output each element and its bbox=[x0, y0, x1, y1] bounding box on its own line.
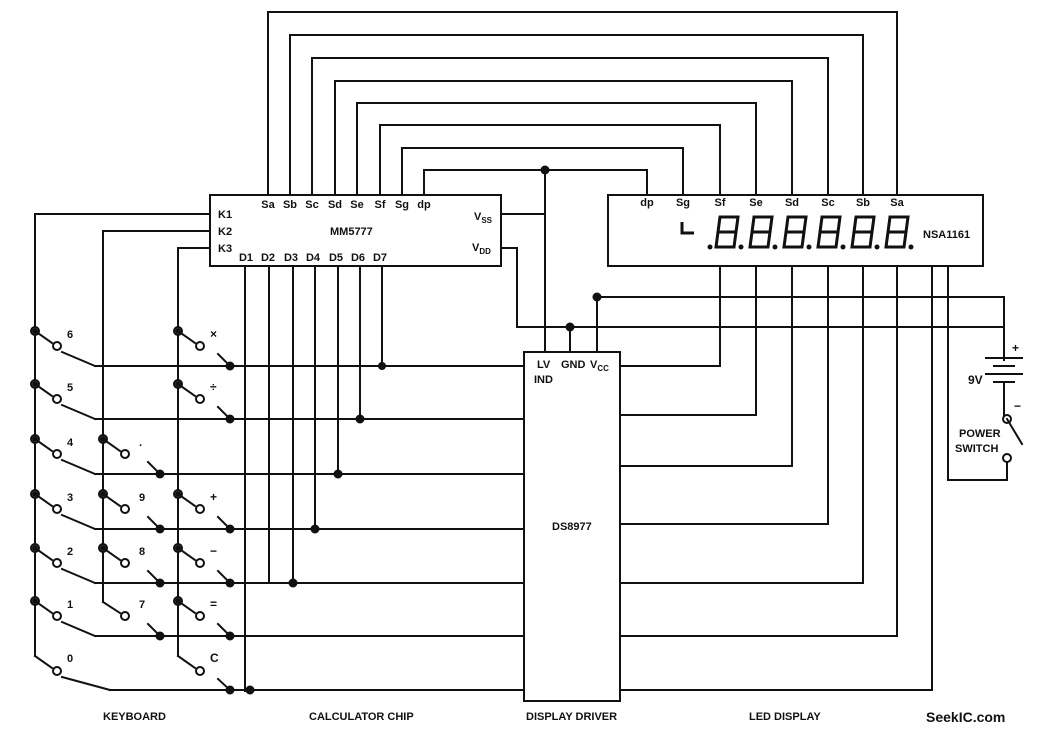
chip-k-label: K3 bbox=[218, 243, 232, 255]
seven-seg-digit bbox=[816, 215, 842, 249]
seven-seg-digit bbox=[748, 215, 774, 249]
chip-digit-label: D4 bbox=[306, 252, 321, 264]
seven-seg-digit bbox=[850, 215, 876, 249]
power-wiring bbox=[500, 169, 1008, 481]
chip-k-label: K1 bbox=[218, 209, 232, 221]
key-label: 7 bbox=[139, 599, 145, 611]
battery-symbol bbox=[985, 341, 1023, 391]
chip-digit-label: D3 bbox=[284, 252, 298, 264]
led-seg-label: Sd bbox=[785, 197, 799, 209]
key-label: . bbox=[139, 437, 142, 449]
led-seg-label: Sf bbox=[715, 197, 726, 209]
seven-segment-digits bbox=[680, 215, 914, 250]
driver-ind: IND bbox=[534, 374, 553, 386]
decimal-point bbox=[806, 244, 812, 250]
ds8977-name: DS8977 bbox=[552, 521, 592, 533]
led-seg-label: Se bbox=[749, 197, 762, 209]
mm5777-digit-labels: D1 D2 D3 D4 D5 D6 D7 bbox=[239, 252, 387, 264]
chip-digit-label: D7 bbox=[373, 252, 387, 264]
led-seg-label: Sc bbox=[821, 197, 834, 209]
chip-seg-label: dp bbox=[417, 199, 431, 211]
driver-gnd: GND bbox=[561, 359, 586, 371]
decimal-point bbox=[738, 244, 744, 250]
chip-seg-label: Sg bbox=[395, 199, 409, 211]
key-label: 2 bbox=[67, 546, 73, 558]
power-switch-label-1: POWER bbox=[959, 428, 1001, 440]
mm5777-chip bbox=[209, 194, 502, 267]
keyboard-col2 bbox=[98, 434, 162, 638]
key-label: 0 bbox=[67, 653, 73, 665]
decimal-point bbox=[908, 244, 914, 250]
chip-digit-label: D5 bbox=[329, 252, 343, 264]
chip-seg-label: Sd bbox=[328, 199, 342, 211]
key-label: + bbox=[210, 490, 217, 504]
section-label-calculator-chip: CALCULATOR CHIP bbox=[309, 711, 414, 723]
chip-digit-label: D6 bbox=[351, 252, 365, 264]
power-switch-label-2: SWITCH bbox=[955, 443, 998, 455]
seven-seg-digit bbox=[782, 215, 808, 249]
led-seg-label: Sa bbox=[890, 197, 904, 209]
nsa1161-segment-labels: dp Sg Sf Se Sd Sc Sb Sa bbox=[640, 197, 904, 209]
chip-digit-label: D2 bbox=[261, 252, 275, 264]
vss-label: VSS bbox=[474, 211, 493, 225]
battery-plus: + bbox=[1012, 341, 1019, 355]
chip-seg-label: Sc bbox=[305, 199, 318, 211]
chip-k-label: K2 bbox=[218, 226, 232, 238]
key-label: × bbox=[210, 327, 217, 341]
key-label: 4 bbox=[67, 437, 74, 449]
led-seg-label: Sg bbox=[676, 197, 690, 209]
key-label: 8 bbox=[139, 546, 145, 558]
battery-minus: − bbox=[1014, 399, 1021, 413]
k-lines bbox=[34, 213, 211, 657]
watermark: SeekIC.com bbox=[926, 709, 1005, 725]
led-seg-label: dp bbox=[640, 197, 654, 209]
keyboard-key-labels: 6 5 4 3 2 1 0. 9 8 7 × ÷ + − = C bbox=[67, 327, 219, 665]
driver-outputs bbox=[619, 265, 933, 691]
section-label-led-display: LED DISPLAY bbox=[749, 711, 821, 723]
seven-seg-digit bbox=[714, 215, 740, 249]
chip-digit-label: D1 bbox=[239, 252, 253, 264]
section-label-keyboard: KEYBOARD bbox=[103, 711, 166, 723]
decimal-point bbox=[874, 244, 880, 250]
decimal-point bbox=[707, 244, 713, 250]
junction-dots bbox=[32, 165, 602, 695]
decimal-point bbox=[840, 244, 846, 250]
key-label: − bbox=[210, 544, 217, 558]
key-label: 3 bbox=[67, 492, 73, 504]
driver-lv: LV bbox=[537, 359, 551, 371]
key-label: C bbox=[210, 651, 219, 665]
chip-seg-label: Sf bbox=[375, 199, 386, 211]
ds8977-driver bbox=[523, 351, 621, 702]
key-label: 5 bbox=[67, 382, 73, 394]
key-label: 9 bbox=[139, 492, 145, 504]
key-label: ÷ bbox=[210, 380, 217, 394]
seven-seg-digit bbox=[884, 215, 910, 249]
chip-seg-label: Sb bbox=[283, 199, 297, 211]
digit-lines bbox=[94, 265, 525, 692]
battery-label: 9V bbox=[968, 373, 983, 387]
nsa1161-name: NSA1161 bbox=[923, 229, 970, 241]
section-label-display-driver: DISPLAY DRIVER bbox=[526, 711, 617, 723]
driver-vcc: VCC bbox=[590, 359, 609, 373]
vdd-label: VDD bbox=[472, 242, 491, 256]
chip-seg-label: Se bbox=[350, 199, 363, 211]
key-label: 1 bbox=[67, 599, 73, 611]
chip-seg-label: Sa bbox=[261, 199, 275, 211]
led-seg-label: Sb bbox=[856, 197, 870, 209]
decimal-point bbox=[772, 244, 778, 250]
key-label: = bbox=[210, 597, 217, 611]
mm5777-name: MM5777 bbox=[330, 226, 373, 238]
key-label: 6 bbox=[67, 329, 73, 341]
power-switch bbox=[1002, 414, 1024, 463]
segment-bus bbox=[267, 11, 898, 196]
